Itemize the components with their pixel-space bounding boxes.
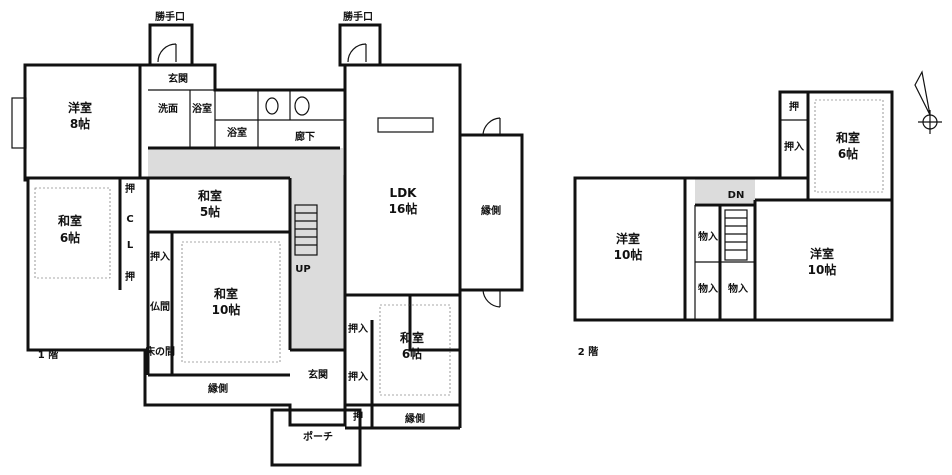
tokonoma-label: 床の間 [145, 345, 175, 358]
kitchen-counter [377, 117, 434, 133]
oshi-label-2f: 押 [789, 100, 799, 113]
oshiire-label-2: 押入 [348, 322, 368, 335]
back-entrance-left-label: 勝手口 [155, 10, 185, 23]
oshi-label-3: 押 [353, 410, 363, 423]
back-entrance-right [338, 23, 382, 67]
floor2-label: 2 階 [578, 345, 598, 358]
senmen-label: 洗面 [158, 102, 178, 115]
hall-label: 廊下 [295, 130, 315, 143]
hall-area-2f [695, 178, 755, 203]
toilet-icon [294, 96, 310, 116]
room-size-washitsu10: 10帖 [212, 302, 241, 317]
room-size-washitsu6-left: 6帖 [60, 230, 80, 245]
compass-icon [914, 70, 942, 134]
floor-2-plan: 洋室 10帖 洋室 10帖 和室 6帖 DN 物入 物入 物入 押入 押 2 階 [573, 90, 894, 358]
bath-label: 浴室 [192, 102, 212, 115]
floor1-outer-wall [23, 63, 524, 427]
room-name-washitsu6-right: 和室 [399, 330, 424, 345]
room-size-ldk: 16帖 [389, 201, 418, 216]
room-name-yoshitsu10-left: 洋室 [616, 231, 640, 246]
porch-label: ポーチ [303, 430, 333, 443]
stair-hall-area [290, 175, 345, 350]
butsudan-label: 仏間 [150, 301, 170, 313]
back-entrance-right-label: 勝手口 [343, 10, 373, 23]
room-name-washitsu10: 和室 [213, 286, 238, 301]
stairs-floor2 [724, 209, 748, 261]
up-label: UP [295, 264, 310, 275]
floor-1-plan: 勝手口 勝手口 [11, 10, 524, 467]
hall-area [148, 148, 343, 178]
engawa-bottom-label: 縁側 [208, 382, 228, 395]
oshiire-label-3: 押入 [348, 370, 368, 383]
l-label: L [127, 240, 134, 251]
back-entrance-left [148, 23, 194, 67]
room-name-yoshitsu10-right: 洋室 [810, 246, 834, 261]
monoire-label-1: 物入 [698, 230, 718, 243]
room-name-washitsu6-left: 和室 [57, 213, 82, 228]
engawa-label: 縁側 [481, 204, 501, 217]
room-size-washitsu6-2f: 6帖 [838, 146, 858, 161]
room-size-washitsu5: 5帖 [200, 204, 220, 219]
dn-label: DN [728, 190, 745, 201]
door-swing-icon [157, 43, 177, 63]
oshiire-label: 押入 [150, 250, 170, 263]
oshi-label: 押 [125, 182, 135, 195]
monoire-label-3: 物入 [728, 282, 748, 295]
door-swing-icon [482, 289, 501, 308]
oshiire-label-2f: 押入 [784, 140, 804, 153]
oshi-label-2: 押 [125, 270, 135, 283]
door-swing-icon [347, 43, 367, 63]
bay-window [11, 97, 27, 149]
sink-icon [265, 97, 279, 115]
floor1-label: 1 階 [38, 348, 58, 361]
room-size-yoshitsu8: 8帖 [70, 116, 90, 131]
room-name-washitsu6-2f: 和室 [835, 130, 860, 145]
genkan-small-label: 玄関 [168, 72, 188, 85]
room-size-yoshitsu10-left: 10帖 [614, 247, 643, 262]
monoire-label-2: 物入 [698, 282, 718, 295]
room-size-yoshitsu10-right: 10帖 [808, 262, 837, 277]
yokushitsu-label: 浴室 [227, 126, 247, 139]
engawa-right-bottom-label: 縁側 [405, 412, 425, 425]
door-swing-icon [482, 117, 501, 136]
genkan-label: 玄関 [308, 368, 328, 381]
c-label: C [126, 214, 133, 225]
room-size-washitsu6-right: 6帖 [402, 346, 422, 361]
porch [270, 408, 362, 467]
stairs-floor1 [294, 204, 318, 256]
room-name-washitsu5: 和室 [197, 188, 222, 203]
room-name-yoshitsu8: 洋室 [68, 100, 92, 115]
room-name-ldk: LDK [390, 186, 418, 200]
